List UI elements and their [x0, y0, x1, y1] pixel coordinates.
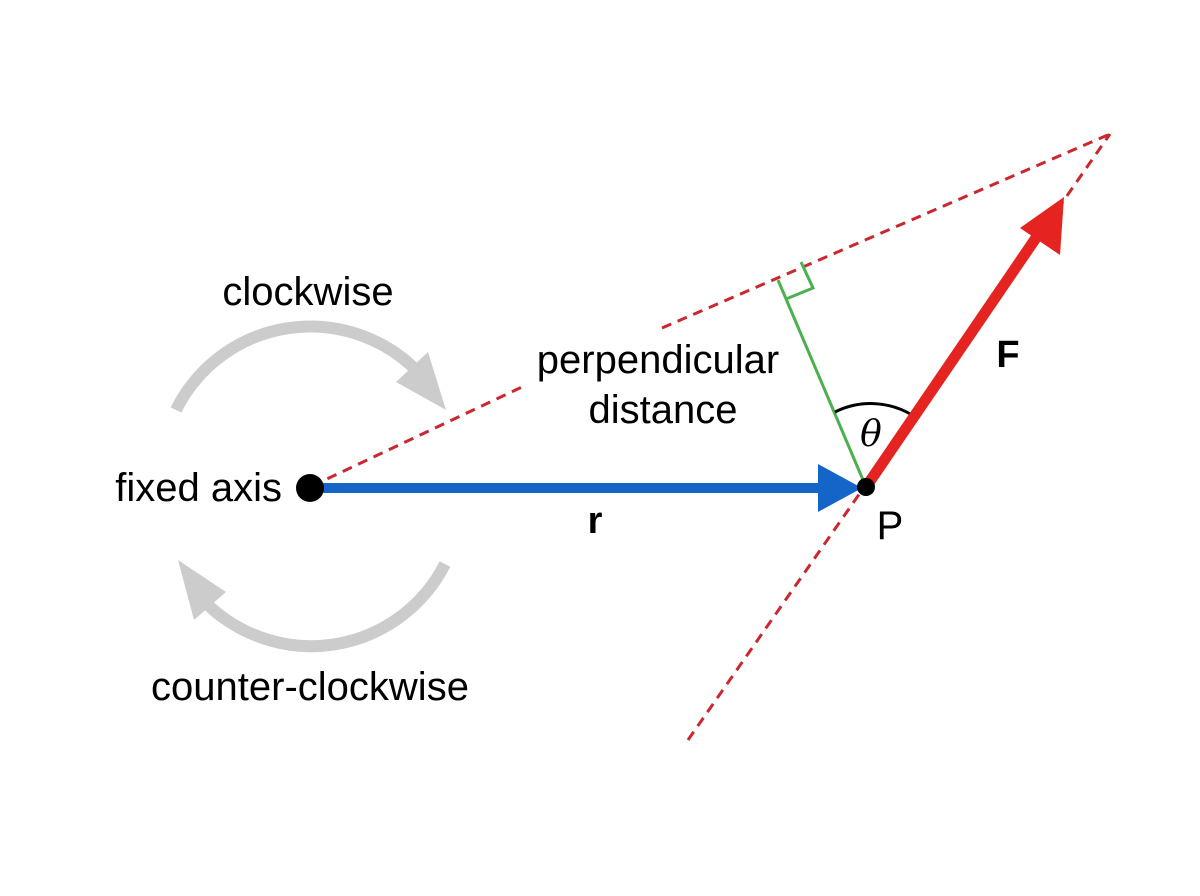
- line-of-action: [311, 132, 1112, 741]
- perpendicular-distance-label-line1: perpendicular: [537, 338, 779, 382]
- position-vector-r: [312, 464, 862, 512]
- clockwise-label: clockwise: [222, 270, 393, 314]
- perpendicular-segment: [776, 279, 868, 488]
- F-vector-label: F: [996, 334, 1019, 376]
- clockwise-arc: [170, 320, 423, 413]
- force-vector-F: [861, 197, 1064, 491]
- theta-label: θ: [860, 414, 882, 455]
- clockwise-arrowhead: [396, 352, 446, 410]
- clockwise-arrow-icon: [170, 320, 446, 413]
- counter-clockwise-arrowhead: [178, 560, 226, 620]
- fixed-axis-point: [296, 474, 324, 502]
- P-point-label: P: [877, 504, 904, 548]
- perpendicular-distance-label-line2: distance: [589, 388, 738, 432]
- counter-clockwise-label: counter-clockwise: [151, 665, 469, 709]
- F-vector-shaft: [861, 228, 1045, 491]
- perpendicular-distance-line: [776, 261, 868, 488]
- counter-clockwise-arrow-icon: [178, 560, 451, 653]
- line-of-action-extension: [311, 132, 1111, 488]
- theta-angle-arc: [834, 402, 913, 417]
- point-P: [857, 478, 875, 496]
- counter-clockwise-arc: [198, 561, 451, 653]
- F-vector-arrowhead: [1020, 197, 1064, 255]
- r-vector-arrowhead: [818, 464, 862, 512]
- r-vector-label: r: [588, 500, 603, 542]
- fixed-axis-label: fixed axis: [115, 466, 282, 510]
- right-angle-marker: [785, 261, 816, 301]
